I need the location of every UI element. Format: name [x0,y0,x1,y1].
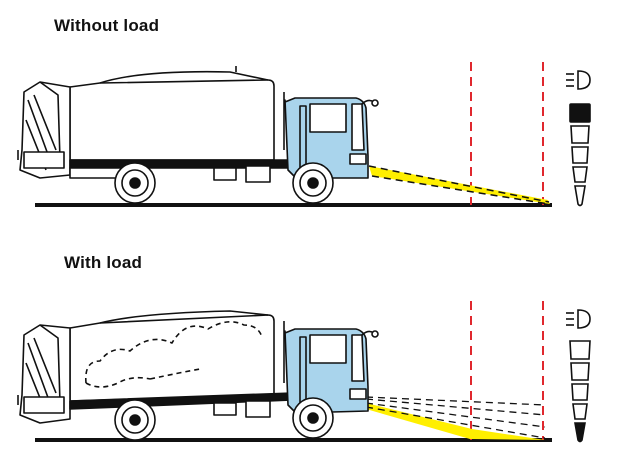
level-indicator [569,103,591,207]
headlight-beam [368,165,550,205]
compactor-body [69,314,275,402]
scene-illustration [17,62,591,207]
scene-title: With load [64,253,143,272]
rear-wheel [114,162,156,204]
compactor-body [69,79,275,161]
garbage-truck [17,310,379,441]
headlight-beam [365,396,546,440]
scene-title: Without load [54,16,160,35]
load-outline [84,321,263,384]
front-wheel [292,162,334,204]
scene-without-load: Without load [17,16,591,207]
headlamp-leveling-icon [566,70,591,90]
scene-with-load: With load [0,233,621,466]
garbage-truck [17,66,379,204]
front-wheel [292,397,334,439]
scene-illustration [17,301,591,443]
headlamp-leveling-icon [566,309,591,329]
rear-wheel [114,399,156,441]
level-indicator [569,340,591,443]
